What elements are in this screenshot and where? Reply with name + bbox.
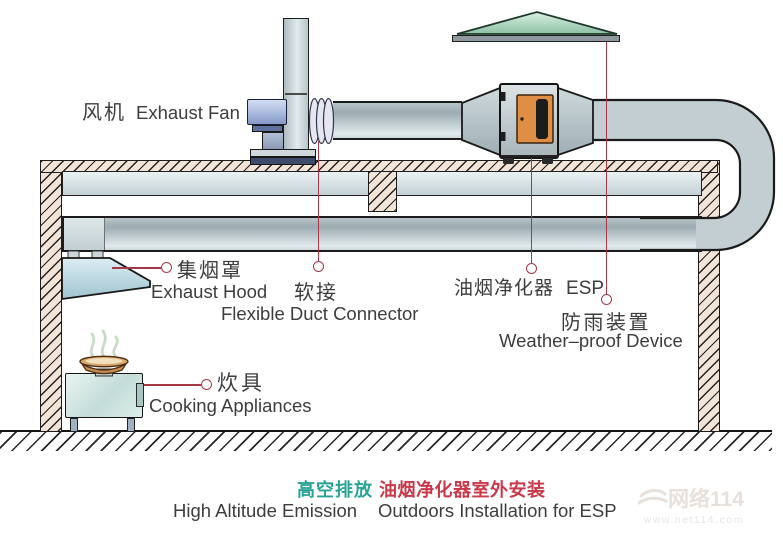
fan-label-en: Exhaust Fan — [136, 102, 240, 123]
leader-line-weather — [605, 42, 608, 294]
esp-inlet-cone — [461, 86, 501, 157]
watermark-brand: 网络114 — [668, 488, 744, 511]
esp-outlet-cone — [557, 86, 594, 157]
esp-label-en: ESP — [566, 278, 605, 299]
esp-label-zh: 油烟净化器 — [454, 278, 555, 299]
cooking-label-zh: 炊具 — [217, 372, 265, 395]
fan-motor — [247, 99, 287, 125]
esp-door-slot — [536, 99, 548, 139]
wok-and-steam — [79, 329, 129, 377]
cooking-table-handle — [136, 383, 144, 407]
esp-hinge-top — [501, 92, 506, 101]
outdoor-u-bend-duct — [593, 98, 776, 252]
caption-left-en: High Altitude Emission — [173, 500, 358, 521]
table-leg-left — [70, 418, 78, 432]
watermark-swoosh-icon — [637, 489, 668, 505]
weather-label-zh: 防雨装置 — [561, 312, 651, 334]
esp-foot-right — [542, 158, 553, 164]
caption-right-zh: 油烟净化器室外安装 — [379, 480, 546, 500]
leader-dot-cooking — [201, 379, 212, 390]
fan-pedestal — [262, 132, 284, 150]
esp-foot-left — [503, 158, 514, 164]
caption-right-en: Outdoors Installation for ESP — [378, 500, 617, 521]
esp-door-knob — [520, 117, 524, 121]
steam-icon — [112, 335, 119, 358]
hood-label-zh: 集烟罩 — [177, 260, 243, 282]
leader-line-esp — [530, 158, 533, 263]
right-wall-upper — [698, 160, 720, 218]
table-leg-right — [127, 418, 135, 432]
fan-to-esp-duct — [333, 101, 462, 140]
wok-interior — [85, 358, 123, 364]
cooking-table — [65, 373, 143, 418]
fan-base-block — [250, 157, 316, 165]
esp-base-rail — [500, 155, 558, 158]
rain-cap — [456, 11, 618, 35]
wok-body — [81, 363, 127, 375]
steam-icon — [89, 332, 96, 358]
leader-line-hood — [112, 267, 161, 269]
leader-dot-hood — [161, 262, 172, 273]
roof-beam — [368, 171, 397, 212]
esp-label: 油烟净化器 ESP — [454, 273, 604, 300]
right-wall-lower — [698, 250, 720, 432]
weather-label-en: Weather–proof Device — [499, 330, 683, 351]
esp-purifier-unit — [461, 83, 594, 164]
leader-line-cooking — [144, 384, 201, 386]
leader-dot-esp — [525, 263, 537, 274]
hood-plenum-segment — [64, 218, 105, 250]
esp-hinge-bottom — [501, 132, 506, 141]
cooking-label-en: Cooking Appliances — [149, 395, 312, 416]
fan-label-zh: 风机 — [82, 102, 126, 124]
fan-base-plate — [250, 149, 316, 157]
flex-label-en: Flexible Duct Connector — [221, 303, 419, 324]
left-wall — [40, 160, 62, 432]
steam-icon — [100, 329, 107, 359]
caption-left-zh: 高空排放 — [297, 480, 373, 500]
exhaust-hood — [61, 250, 151, 301]
fan-motor-flange — [252, 125, 283, 132]
leader-line-flex — [317, 141, 320, 262]
watermark: 网络114 www.net114.com — [637, 483, 744, 526]
indoor-exhaust-duct — [62, 216, 702, 252]
rain-cap-bar — [452, 35, 620, 42]
ground-hatching — [0, 430, 772, 451]
stack-joint-line — [285, 93, 307, 95]
watermark-url: www.net114.com — [643, 514, 744, 526]
flex-label-zh: 软接 — [294, 282, 338, 304]
hood-label-en: Exhaust Hood — [151, 281, 268, 302]
leader-dot-flex — [312, 261, 324, 272]
exhaust-stack — [283, 18, 309, 151]
fan-label: 风机 Exhaust Fan — [82, 96, 240, 125]
flexible-duct-connector — [308, 97, 335, 145]
leader-dot-weather — [600, 294, 612, 305]
